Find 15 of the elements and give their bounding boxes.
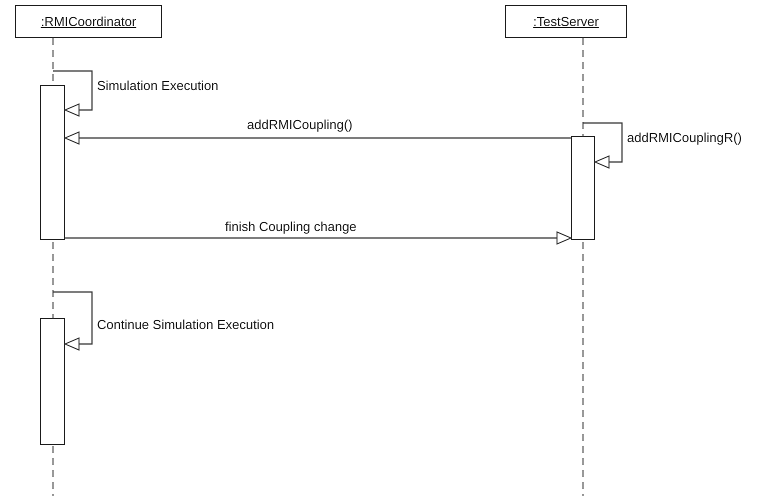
activation-bar — [571, 136, 595, 240]
message-arrow — [65, 232, 572, 244]
edge-label: addRMICoupling() — [246, 117, 354, 132]
edge-label: Simulation Execution — [96, 78, 220, 93]
self-message-arrow — [53, 291, 93, 350]
activation-bar — [40, 318, 65, 445]
self-message-arrow — [53, 70, 93, 116]
edge-label: Continue Simulation Execution — [96, 317, 276, 332]
self-message-arrow — [583, 122, 623, 168]
message-arrow — [64, 132, 571, 144]
lifeline-head: :RMICoordinator — [15, 5, 162, 38]
edge-label: finish Coupling change — [224, 219, 358, 234]
lifeline-head: :TestServer — [505, 5, 627, 38]
edge-label: addRMICouplingR() — [626, 130, 743, 145]
activation-bar — [40, 85, 65, 240]
